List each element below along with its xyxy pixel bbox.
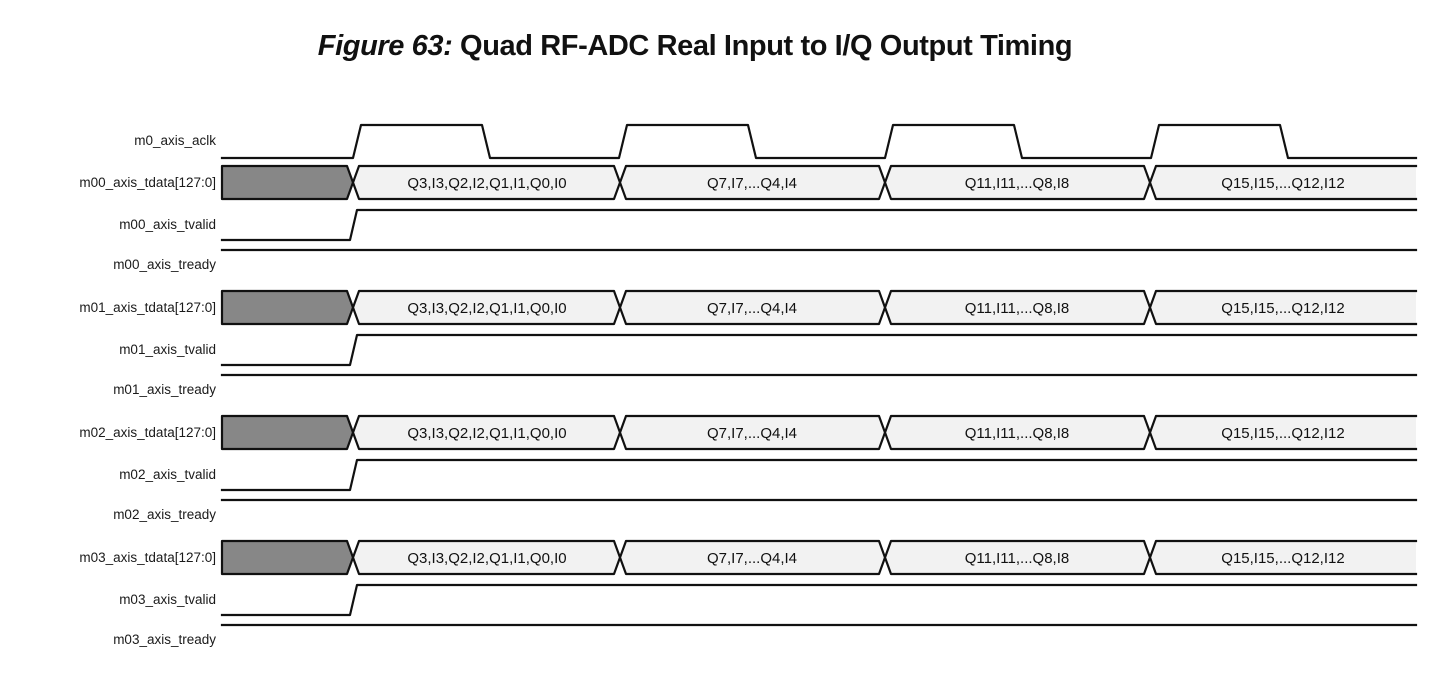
group-m02 (220, 414, 1418, 502)
group-m00 (220, 164, 1418, 252)
group-m03 (220, 539, 1418, 627)
m03-tdata-value-2: Q7,I7,...Q4,I4 (706, 550, 798, 567)
m00-tdata-beat4-border (1148, 164, 1418, 201)
clock-label: m0_axis_aclk (134, 133, 216, 148)
m01-tvalid-label: m01_axis_tvalid (119, 342, 216, 357)
m02-tdata-value-1: Q3,I3,Q2,I2,Q1,I1,Q0,I0 (407, 425, 567, 442)
m02-tdata-value-4: Q15,I15,...Q12,I12 (1221, 425, 1345, 442)
m01-tready-label: m01_axis_tready (113, 382, 216, 397)
m02-tvalid-label: m02_axis_tvalid (119, 467, 216, 482)
m00-tdata-label: m00_axis_tdata[127:0] (79, 175, 216, 190)
m02-tdata-beat4-border (1148, 414, 1418, 451)
m00-tvalid-label: m00_axis_tvalid (119, 217, 216, 232)
figure-title: Figure 63: Quad RF-ADC Real Input to I/Q… (0, 30, 1390, 63)
m03-tdata-value-4: Q15,I15,...Q12,I12 (1221, 550, 1345, 567)
m01-tdata-undefined-region (220, 289, 355, 326)
m03-tvalid-label: m03_axis_tvalid (119, 592, 216, 607)
group-m01 (220, 289, 1418, 377)
figure-number: Figure 63: (317, 30, 453, 62)
m02-tdata-undefined-region (220, 414, 355, 451)
m01-tvalid-waveform (220, 333, 1418, 367)
m03-tdata-undefined-region (220, 539, 355, 576)
m03-tvalid-waveform (220, 583, 1418, 617)
m02-tready-label: m02_axis_tready (113, 507, 216, 522)
m02-tdata-value-3: Q11,I11,...Q8,I8 (964, 425, 1070, 442)
m02-tdata-beat4 (1150, 416, 1416, 449)
m00-tdata-value-1: Q3,I3,Q2,I2,Q1,I1,Q0,I0 (407, 175, 567, 192)
m01-tdata-value-2: Q7,I7,...Q4,I4 (706, 300, 798, 317)
m00-tdata-value-4: Q15,I15,...Q12,I12 (1221, 175, 1345, 192)
m03-tdata-value-3: Q11,I11,...Q8,I8 (964, 550, 1070, 567)
m00-tdata-value-3: Q11,I11,...Q8,I8 (964, 175, 1070, 192)
m02-tdata-value-2: Q7,I7,...Q4,I4 (706, 425, 798, 442)
m02-tvalid-waveform (220, 458, 1418, 492)
m02-tdata-label: m02_axis_tdata[127:0] (79, 425, 216, 440)
m03-tdata-label: m03_axis_tdata[127:0] (79, 550, 216, 565)
m01-tdata-value-3: Q11,I11,...Q8,I8 (964, 300, 1070, 317)
clock-waveform (220, 123, 1418, 160)
m01-tdata-beat4-border (1148, 289, 1418, 326)
m03-tdata-beat4 (1150, 541, 1416, 574)
m03-tdata-value-1: Q3,I3,Q2,I2,Q1,I1,Q0,I0 (407, 550, 567, 567)
m00-tready-label: m00_axis_tready (113, 257, 216, 272)
m01-tdata-value-1: Q3,I3,Q2,I2,Q1,I1,Q0,I0 (407, 300, 567, 317)
figure-title-text: Quad RF-ADC Real Input to I/Q Output Tim… (460, 30, 1073, 62)
m01-tdata-label: m01_axis_tdata[127:0] (79, 300, 216, 315)
m01-tdata-beat4 (1150, 291, 1416, 324)
m00-tdata-beat4 (1150, 166, 1416, 199)
m01-tdata-value-4: Q15,I15,...Q12,I12 (1221, 300, 1345, 317)
m03-tdata-beat4-border (1148, 539, 1418, 576)
m00-tdata-value-2: Q7,I7,...Q4,I4 (706, 175, 798, 192)
m00-tdata-undefined-region (220, 164, 355, 201)
m00-tvalid-waveform (220, 208, 1418, 242)
m03-tready-label: m03_axis_tready (113, 632, 216, 647)
